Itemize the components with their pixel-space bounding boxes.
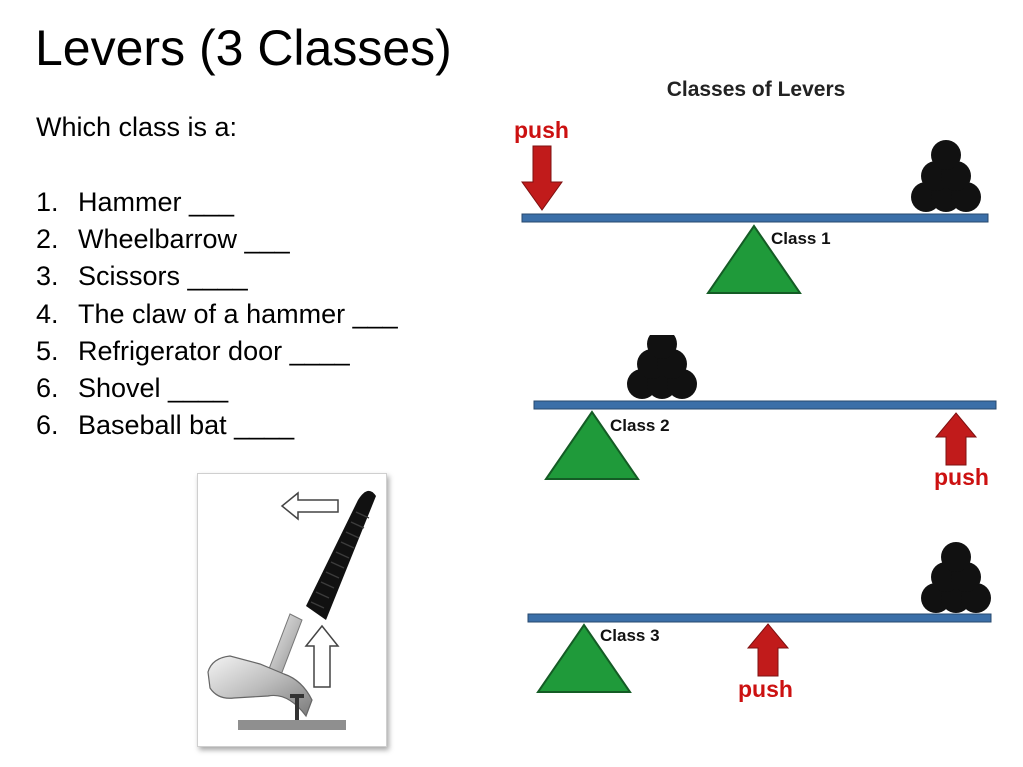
- up-arrow-icon: [304, 624, 340, 688]
- push-arrow-down-icon: [521, 145, 563, 211]
- question-list: 1. Hammer ___ 2. Wheelbarrow ___ 3. Scissor…: [36, 184, 398, 444]
- question-number: 1.: [36, 187, 59, 217]
- question-number: 2.: [36, 224, 59, 255]
- lever-beam: [533, 400, 997, 410]
- question-item: 6. Baseball bat ____: [36, 407, 398, 444]
- question-prompt: Which class is a:: [36, 112, 238, 142]
- fulcrum-triangle: [706, 224, 802, 294]
- question-text: Scissors ____: [78, 261, 248, 292]
- hammer-claw-illustration: [197, 473, 387, 747]
- hammer-head: [207, 655, 313, 718]
- lever-beam: [521, 213, 989, 223]
- question-text: Refrigerator door ____: [78, 335, 350, 366]
- class-label: Class 3: [600, 626, 660, 645]
- wood-board: [238, 720, 346, 730]
- question-item: 4. The claw of a hammer ___: [36, 296, 398, 333]
- fulcrum-triangle: [544, 410, 640, 480]
- lever-class-1: push Class 1: [514, 117, 989, 294]
- diagram-title: Classes of Levers: [666, 78, 846, 101]
- question-number: 5.: [36, 335, 59, 366]
- class-label: Class 1: [771, 229, 831, 248]
- question-item: 1. Hammer ___: [36, 184, 398, 221]
- question-text: Hammer ___: [78, 187, 235, 217]
- load-balls-icon: [921, 542, 991, 613]
- push-arrow-up-icon: [746, 623, 790, 677]
- lever-class-3: Class 3 push: [527, 542, 992, 702]
- hammer-illustration-svg: [207, 490, 376, 730]
- question-text: Wheelbarrow ___: [78, 224, 290, 255]
- question-number: 6.: [36, 410, 59, 441]
- push-label: push: [514, 117, 569, 143]
- slide-title: Levers (3 Classes): [35, 20, 452, 76]
- nail-head: [290, 694, 304, 698]
- question-number: 6.: [36, 373, 59, 404]
- lever-beam: [527, 613, 992, 623]
- question-number: 4.: [36, 298, 59, 329]
- fulcrum-triangle: [536, 623, 632, 693]
- question-text: Shovel ____: [78, 373, 229, 404]
- question-text: The claw of a hammer ___: [78, 298, 398, 329]
- question-text: Baseball bat ____: [78, 410, 295, 441]
- lever-class-2: Class 2 push: [533, 335, 997, 490]
- question-item: 6. Shovel ____: [36, 370, 398, 407]
- load-balls-icon: [911, 140, 981, 212]
- question-item: 5. Refrigerator door ____: [36, 333, 398, 370]
- question-item: 2. Wheelbarrow ___: [36, 221, 398, 258]
- grip-ridges: [310, 511, 370, 609]
- class-label: Class 2: [610, 416, 670, 435]
- left-arrow-icon: [280, 491, 339, 521]
- load-balls-icon: [627, 335, 697, 399]
- push-label: push: [934, 464, 989, 490]
- question-item: 3. Scissors ____: [36, 258, 398, 295]
- push-label: push: [738, 676, 793, 702]
- question-number: 3.: [36, 261, 59, 292]
- push-arrow-up-icon: [934, 412, 978, 466]
- nail-shank: [295, 698, 299, 720]
- hammer-grip: [306, 490, 376, 620]
